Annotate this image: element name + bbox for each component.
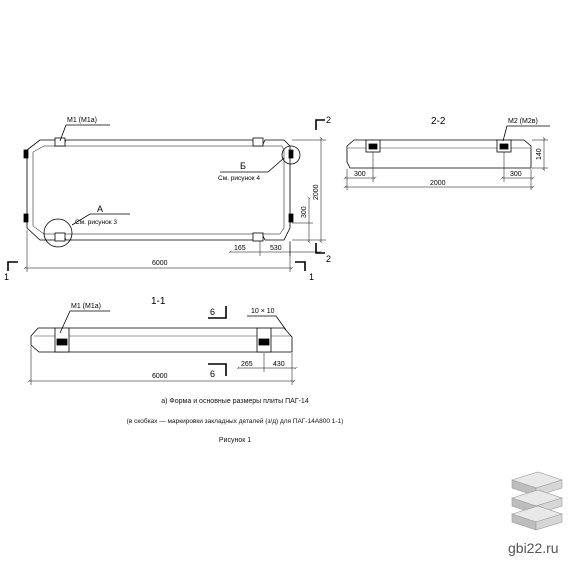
detail-circle-b	[281, 145, 301, 165]
cut-label-2-top: 2	[326, 115, 331, 125]
caption-line-2: (в скобках — маркировки закладных детале…	[126, 418, 344, 425]
section11-dim-430: 430	[273, 361, 285, 368]
side-mark-right-top	[288, 149, 294, 159]
cut-marker-1-left	[7, 261, 18, 271]
m1-leader	[59, 124, 110, 142]
section22-dim-300-left: 300	[354, 171, 366, 178]
section22-title: 2-2	[431, 116, 446, 127]
plan-a-ref: См. рисунок 3	[75, 219, 117, 226]
caption-line-1: а) Форма и основные размеры плиты ПАГ-14	[161, 398, 309, 405]
section11-m1-label: М1 (М1а)	[71, 303, 101, 310]
side-mark-right-bottom	[288, 213, 294, 223]
side-mark-left-bottom	[23, 213, 29, 223]
cut-marker-2-top	[315, 119, 325, 130]
side-mark-left-top	[23, 149, 29, 159]
embedded-part-top-left	[54, 137, 66, 147]
cut-label-1-left: 1	[4, 272, 9, 282]
plan-dim-165: 165	[234, 245, 246, 252]
embedded-part-top-right	[252, 137, 264, 147]
caption-figure-number: Рисунок 1	[218, 437, 252, 444]
plan-outline	[26, 139, 291, 241]
m2-leader	[502, 125, 550, 142]
stacked-slabs-logo-icon	[511, 471, 563, 531]
section11-dim-265: 265	[241, 361, 253, 368]
embedded-part-bottom-right	[252, 232, 264, 242]
section11-m1-leader	[59, 310, 110, 334]
plan-a-label: А	[97, 204, 103, 214]
b-leader	[220, 157, 285, 173]
section11-title: 1-1	[151, 296, 166, 307]
cut-marker-2-bottom	[315, 243, 325, 254]
plan-b-label: Б	[240, 161, 246, 171]
cut-label-2-bottom: 2	[326, 254, 331, 264]
cut-label-6-top: 6	[210, 307, 215, 317]
plan-view	[7, 119, 326, 272]
detail-circle-a	[43, 218, 73, 248]
plan-b-ref: См. рисунок 4	[218, 175, 260, 182]
section22-dim-300-right: 300	[510, 171, 522, 178]
section22-dim-width: 2000	[430, 180, 446, 187]
plan-dim-length: 6000	[152, 260, 168, 267]
plan-inner-outline	[32, 145, 285, 235]
embedded-part-bottom-left	[54, 232, 66, 242]
section11-chamfer: 10 × 10	[251, 308, 275, 315]
plan-dim-300: 300	[301, 206, 308, 218]
plan-dim-width: 2000	[313, 184, 320, 200]
cut-marker-6-top	[208, 306, 227, 319]
site-name[interactable]: gbi22.ru	[508, 540, 559, 556]
chamfer-leader	[247, 315, 287, 331]
cut-label-1-right: 1	[309, 272, 314, 282]
a-leader	[71, 213, 130, 226]
plan-m1-label: М1 (М1а)	[67, 117, 97, 124]
section11-outline	[30, 327, 293, 353]
cut-marker-6-bottom	[208, 363, 227, 376]
section22-m2-label: М2 (М2в)	[508, 118, 538, 125]
section22-dim-140: 140	[536, 148, 543, 160]
cut-label-6-bottom: 6	[210, 369, 215, 379]
section-1-1	[27, 306, 298, 385]
section-2-2	[343, 125, 550, 190]
plan-dim-530: 530	[270, 245, 282, 252]
section11-dim-length: 6000	[152, 373, 168, 380]
cut-marker-1-right	[295, 261, 306, 271]
